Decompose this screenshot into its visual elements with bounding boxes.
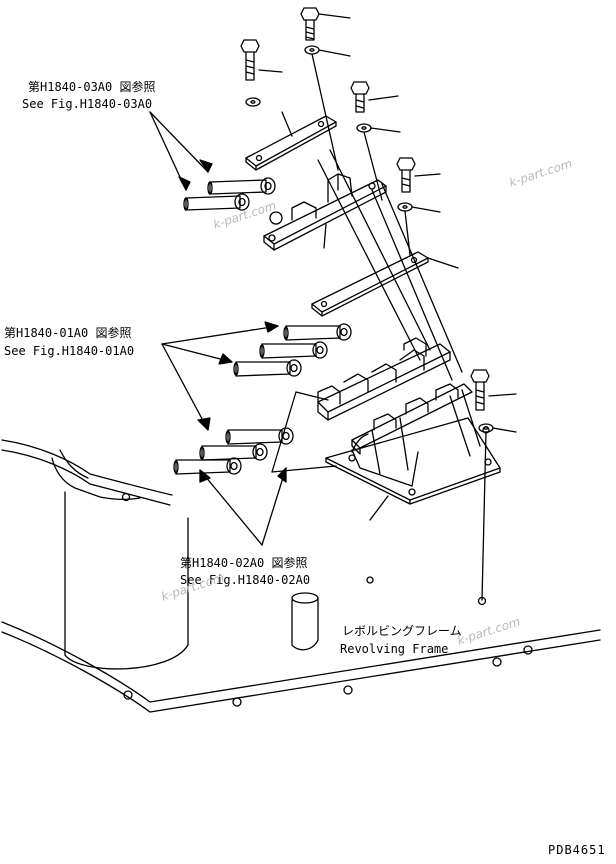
revolving-frame-jp-label: レボルビングフレーム [342,624,462,638]
revolving-frame-en-label: Revolving Frame [340,642,449,656]
upper-clamp-plate [245,111,337,171]
ref-01a0-jp-label: 第H1840-01A0 図参照 [4,326,132,340]
ref-03a0-jp-label: 第H1840-03A0 図参照 [28,80,156,94]
drawing-code: PDB4651 [548,843,606,857]
reference-arrows [149,111,287,546]
connector-group-c [173,427,294,475]
ref-02a0-en-label: See Fig.H1840-02A0 [180,573,311,587]
ref-01a0-en-label: See Fig.H1840-01A0 [4,344,135,358]
connector-group-a [183,177,276,211]
ref-02a0-jp-label: 第H1840-02A0 図参照 [180,556,308,570]
ref-03a0-en-label: See Fig.H1840-03A0 [22,97,153,111]
upper-harness-clamp [263,173,387,251]
connector-group-b [233,323,352,377]
base-bracket [271,389,501,521]
bracket-stays [317,149,463,381]
revolving-frame [1,439,601,713]
lower-harness-clamp [317,337,473,455]
top-bolts [240,7,517,601]
middle-clamp-plate [311,251,459,317]
